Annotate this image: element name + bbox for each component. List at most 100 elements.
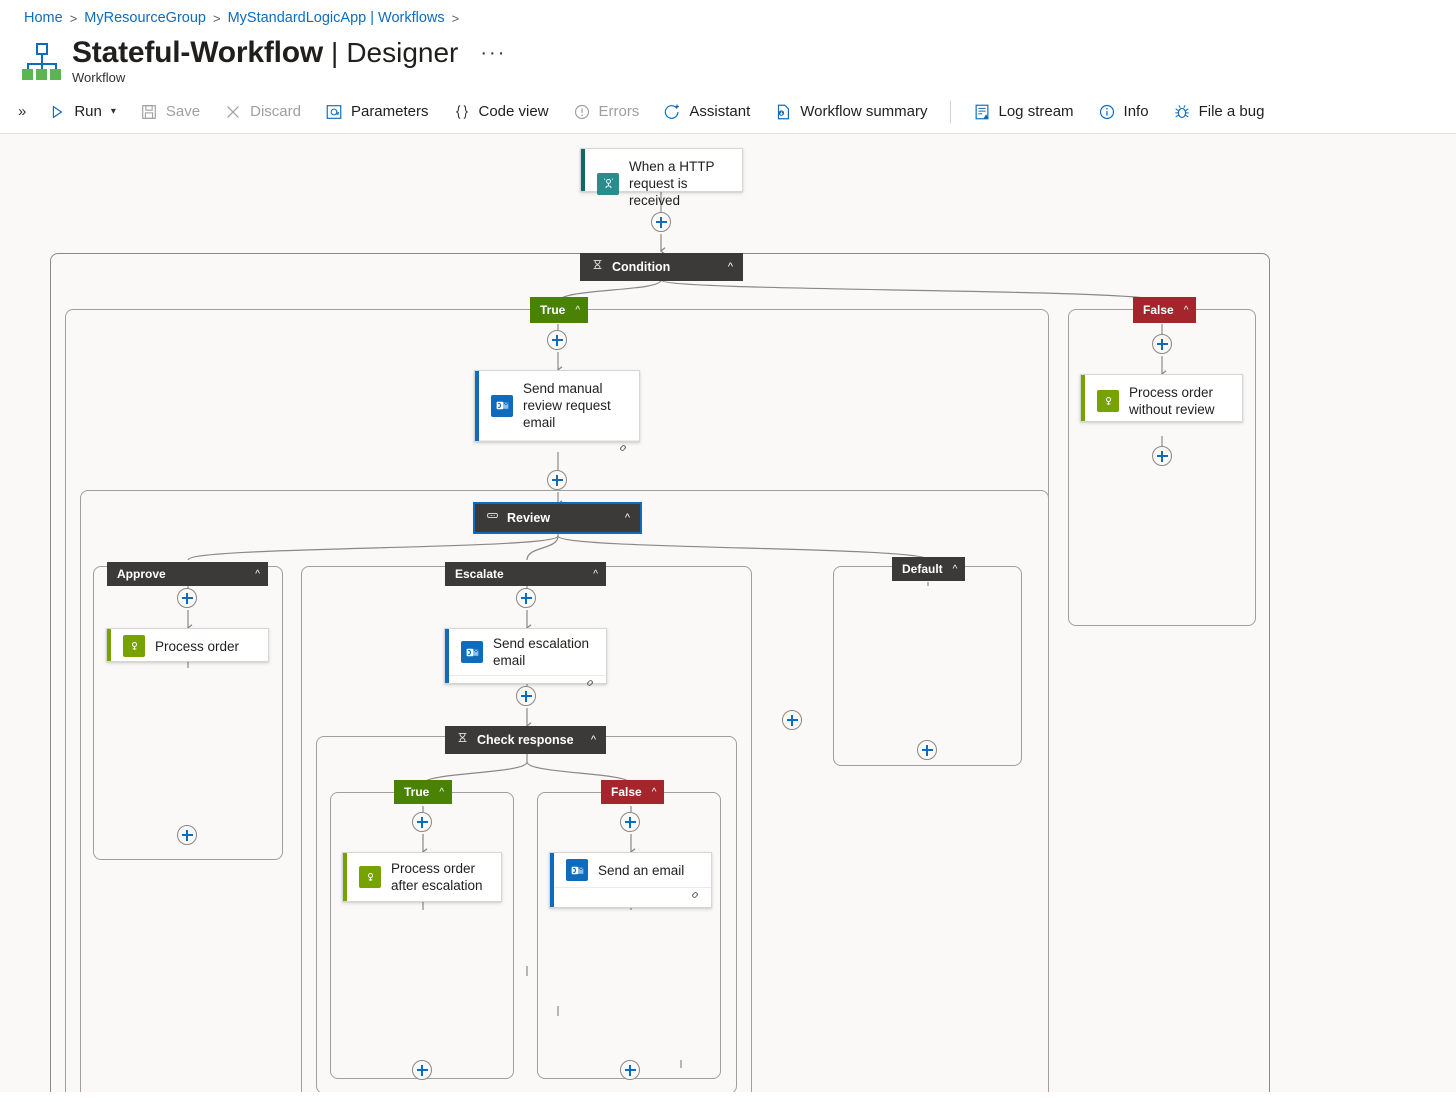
chevron-up-icon[interactable]: ^ [727,261,733,273]
add-action-button-approve-after[interactable] [177,825,197,845]
chevron-up-icon[interactable]: ^ [1183,304,1189,316]
node-process-order-without-review[interactable]: Process order without review [1080,374,1243,422]
add-action-button-false-before-process[interactable] [1152,334,1172,354]
chevron-up-icon[interactable]: ^ [651,786,657,798]
errors-button[interactable]: Errors [563,95,650,129]
chevron-up-icon[interactable]: ^ [624,512,630,524]
control-icon [1097,390,1119,412]
title-separator: | [331,37,339,68]
node-condition[interactable]: Condition ^ [580,253,743,281]
review-switch-container [80,490,1049,1092]
breadcrumb-item-resourcegroup[interactable]: MyResourceGroup [84,10,206,26]
add-action-button-false-after-process[interactable] [1152,446,1172,466]
chevron-up-icon[interactable]: ^ [590,734,596,746]
page-title: Stateful-Workflow [72,36,324,69]
node-send-escalation-email[interactable]: Send escalation email [444,628,607,686]
control-icon [359,866,381,888]
designer-canvas[interactable]: When a HTTP request is received Conditio… [0,134,1456,1092]
chevron-up-icon[interactable]: ^ [439,786,445,798]
node-title: Process order without review [1129,385,1215,417]
chevron-up-icon[interactable]: ^ [255,568,260,580]
add-action-button-escalate-before[interactable] [516,588,536,608]
file-a-bug-button[interactable]: File a bug [1163,95,1275,129]
condition-icon [456,731,469,749]
info-button[interactable]: Info [1088,95,1159,129]
case-label-approve[interactable]: Approve ^ [107,562,268,586]
branch-label-true[interactable]: True ^ [530,297,589,323]
node-review-switch[interactable]: Review ^ [473,502,642,534]
breadcrumb: Home > MyResourceGroup > MyStandardLogic… [0,0,1456,28]
node-title: Send an email [598,862,685,878]
chevron-up-icon[interactable]: ^ [952,563,958,575]
expand-toolbar-button[interactable]: » [18,103,27,120]
more-options-button[interactable]: ··· [480,42,507,64]
connection-link-icon[interactable] [583,676,597,695]
connection-link-icon[interactable] [688,888,702,907]
add-action-button-true-after-email[interactable] [547,470,567,490]
assistant-icon [663,103,681,121]
discard-button[interactable]: Discard [214,95,311,129]
node-when-a-http-request-is-received[interactable]: When a HTTP request is received [580,148,743,208]
node-title: Process order after escalation [391,861,483,893]
condition-false-branch-container [1068,309,1256,626]
toolbar-divider [949,100,951,123]
code-view-icon [453,103,471,121]
connection-link-icon[interactable] [616,441,630,460]
control-icon [123,635,145,657]
add-action-button-true-before-email[interactable] [547,330,567,350]
switch-icon [486,509,499,527]
bug-icon [1173,103,1191,121]
node-title: Condition [612,260,671,274]
node-title: Check response [477,733,574,747]
node-title: Send escalation email [493,636,590,668]
chevron-up-icon[interactable]: ^ [575,304,581,316]
parameters-button[interactable]: Parameters [315,95,439,129]
outlook-icon [491,394,513,417]
info-icon [1098,103,1116,121]
workflow-summary-button[interactable]: Workflow summary [764,95,937,129]
outlook-icon [461,641,483,663]
run-button[interactable]: Run ▾ [38,95,126,129]
save-button[interactable]: Save [130,95,210,129]
branch-label-false-nested[interactable]: False ^ [601,780,665,804]
add-action-button-approve-before[interactable] [177,588,197,608]
add-action-button-after-trigger[interactable] [651,212,671,232]
approve-case-container [93,566,283,860]
http-request-icon [597,172,619,195]
add-action-button-nested-true-before[interactable] [412,812,432,832]
breadcrumb-item-home[interactable]: Home [24,10,63,26]
node-title: When a HTTP request is received [629,159,715,208]
errors-icon [573,103,591,121]
page-subtitle-designer: Designer [346,37,459,68]
add-action-button-default-case[interactable] [917,740,937,760]
chevron-down-icon: ▾ [110,106,116,117]
node-title: Process order [155,638,240,654]
add-case-button[interactable] [782,710,802,730]
breadcrumb-item-logicapp[interactable]: MyStandardLogicApp | Workflows [227,10,445,26]
default-case-container [833,566,1022,766]
case-label-default[interactable]: Default ^ [892,557,966,581]
add-action-button-escalate-after-email[interactable] [516,686,536,706]
play-icon [48,103,66,121]
add-action-button-nested-false-after[interactable] [620,1060,640,1080]
log-stream-button[interactable]: Log stream [963,95,1084,129]
node-send-an-email[interactable]: Send an email [549,852,712,908]
branch-label-true-nested[interactable]: True ^ [394,780,453,804]
case-label-escalate[interactable]: Escalate ^ [445,562,606,586]
add-action-button-nested-true-after[interactable] [412,1060,432,1080]
add-action-button-nested-false-before[interactable] [620,812,640,832]
close-icon [224,103,242,121]
node-process-order-after-escalation[interactable]: Process order after escalation [342,852,502,902]
node-send-manual-review-request-email[interactable]: Send manual review request email [474,370,640,451]
assistant-button[interactable]: Assistant [653,95,760,129]
node-title: Review [507,511,551,525]
chevron-up-icon[interactable]: ^ [593,568,598,580]
branch-label-false[interactable]: False ^ [1133,297,1197,323]
command-bar: » Run ▾ Save Discard Parameters Code vie… [0,90,1456,134]
parameters-icon [325,103,343,121]
node-check-response[interactable]: Check response ^ [445,726,606,754]
logic-app-icon [22,42,62,82]
page-header: Stateful-Workflow | Designer ··· Workflo… [0,28,1456,90]
code-view-button[interactable]: Code view [443,95,559,129]
node-process-order[interactable]: Process order [106,628,269,662]
